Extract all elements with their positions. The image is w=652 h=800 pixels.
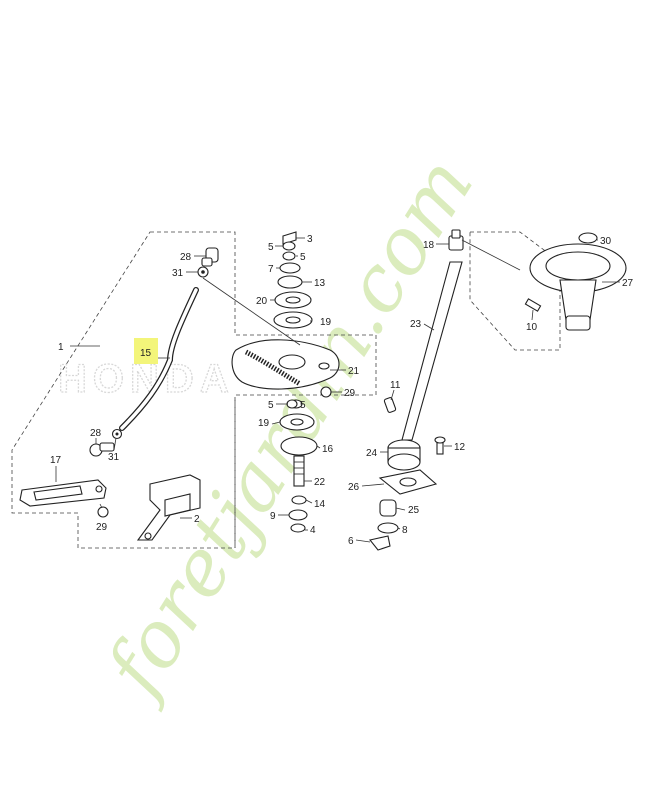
callout-27[interactable]: 27 (622, 278, 634, 289)
assembly-1-outline (11, 231, 377, 549)
callout-30[interactable]: 30 (600, 236, 612, 247)
callout-22[interactable]: 22 (314, 477, 326, 488)
callout-13[interactable]: 13 (314, 278, 326, 289)
callout-25[interactable]: 25 (408, 505, 420, 516)
leader-lines (55, 237, 620, 543)
callout-5b[interactable]: 5 (300, 252, 306, 263)
nut-upper (197, 266, 209, 278)
callout-5a[interactable]: 5 (268, 242, 274, 253)
callout-14[interactable]: 14 (314, 499, 326, 510)
callout-11[interactable]: 11 (390, 380, 401, 391)
callout-20[interactable]: 20 (256, 296, 268, 307)
callout-5c[interactable]: 5 (268, 400, 274, 411)
nut-lower (111, 428, 123, 440)
highlight-15 (134, 338, 158, 364)
callout-4[interactable]: 4 (310, 525, 316, 536)
callout-28a[interactable]: 28 (180, 252, 192, 263)
callout-26[interactable]: 26 (348, 482, 360, 493)
callout-23[interactable]: 23 (410, 319, 422, 330)
callout-16[interactable]: 16 (322, 444, 334, 455)
callout-3[interactable]: 3 (307, 234, 313, 245)
ball-joint-lower (89, 442, 115, 457)
steering-wheel-outline (469, 231, 561, 351)
callout-19b[interactable]: 19 (258, 418, 270, 429)
centre-stack (273, 231, 318, 533)
callout-17[interactable]: 17 (50, 455, 62, 466)
callout-9[interactable]: 9 (270, 511, 276, 522)
callout-29a[interactable]: 29 (96, 522, 108, 533)
callout-10[interactable]: 10 (526, 322, 538, 333)
callout-31a[interactable]: 31 (172, 268, 184, 279)
link-plate (19, 479, 107, 507)
callout-21[interactable]: 21 (348, 366, 360, 377)
knob-top (201, 247, 219, 267)
callout-18[interactable]: 18 (423, 240, 435, 251)
callout-2[interactable]: 2 (194, 514, 200, 525)
bracket (136, 474, 201, 541)
nut-29-left (97, 506, 109, 518)
callout-24[interactable]: 24 (366, 448, 378, 459)
callout-15[interactable]: 15 (140, 348, 152, 359)
callout-19a[interactable]: 19 (320, 317, 332, 328)
steering-column (369, 229, 464, 551)
sector-plate (231, 339, 340, 390)
callout-31b[interactable]: 31 (108, 452, 120, 463)
nut-29-right (320, 386, 332, 398)
callout-8[interactable]: 8 (402, 525, 408, 536)
part-labels: 1 2 3 4 5 5 5 5 6 7 8 9 10 11 12 13 14 1… (50, 234, 634, 547)
callout-7[interactable]: 7 (268, 264, 274, 275)
callout-29b[interactable]: 29 (344, 388, 356, 399)
steering-wheel (524, 232, 627, 331)
callout-12[interactable]: 12 (454, 442, 466, 453)
callout-28b[interactable]: 28 (90, 428, 102, 439)
callout-1[interactable]: 1 (58, 342, 64, 353)
callout-6[interactable]: 6 (348, 536, 354, 547)
callout-5d[interactable]: 5 (300, 400, 306, 411)
